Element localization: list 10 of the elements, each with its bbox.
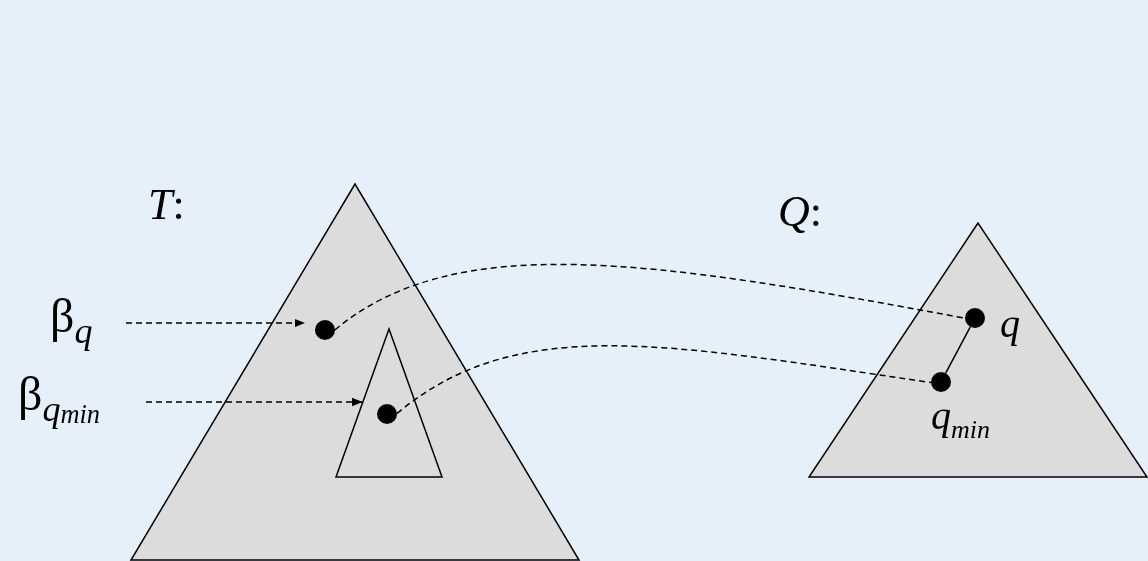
- arrow: [125, 318, 306, 328]
- connector-line: [334, 263, 966, 331]
- tree-heading: Q:: [778, 190, 822, 234]
- connector-line: [944, 326, 972, 374]
- node-label: q: [1000, 304, 1020, 344]
- math-label: β$_{q}$: [50, 292, 93, 349]
- arrow: [145, 397, 364, 407]
- tree-heading: T:: [148, 183, 185, 227]
- node-label: q$_{min}$: [931, 396, 990, 443]
- connector-line: [396, 345, 932, 415]
